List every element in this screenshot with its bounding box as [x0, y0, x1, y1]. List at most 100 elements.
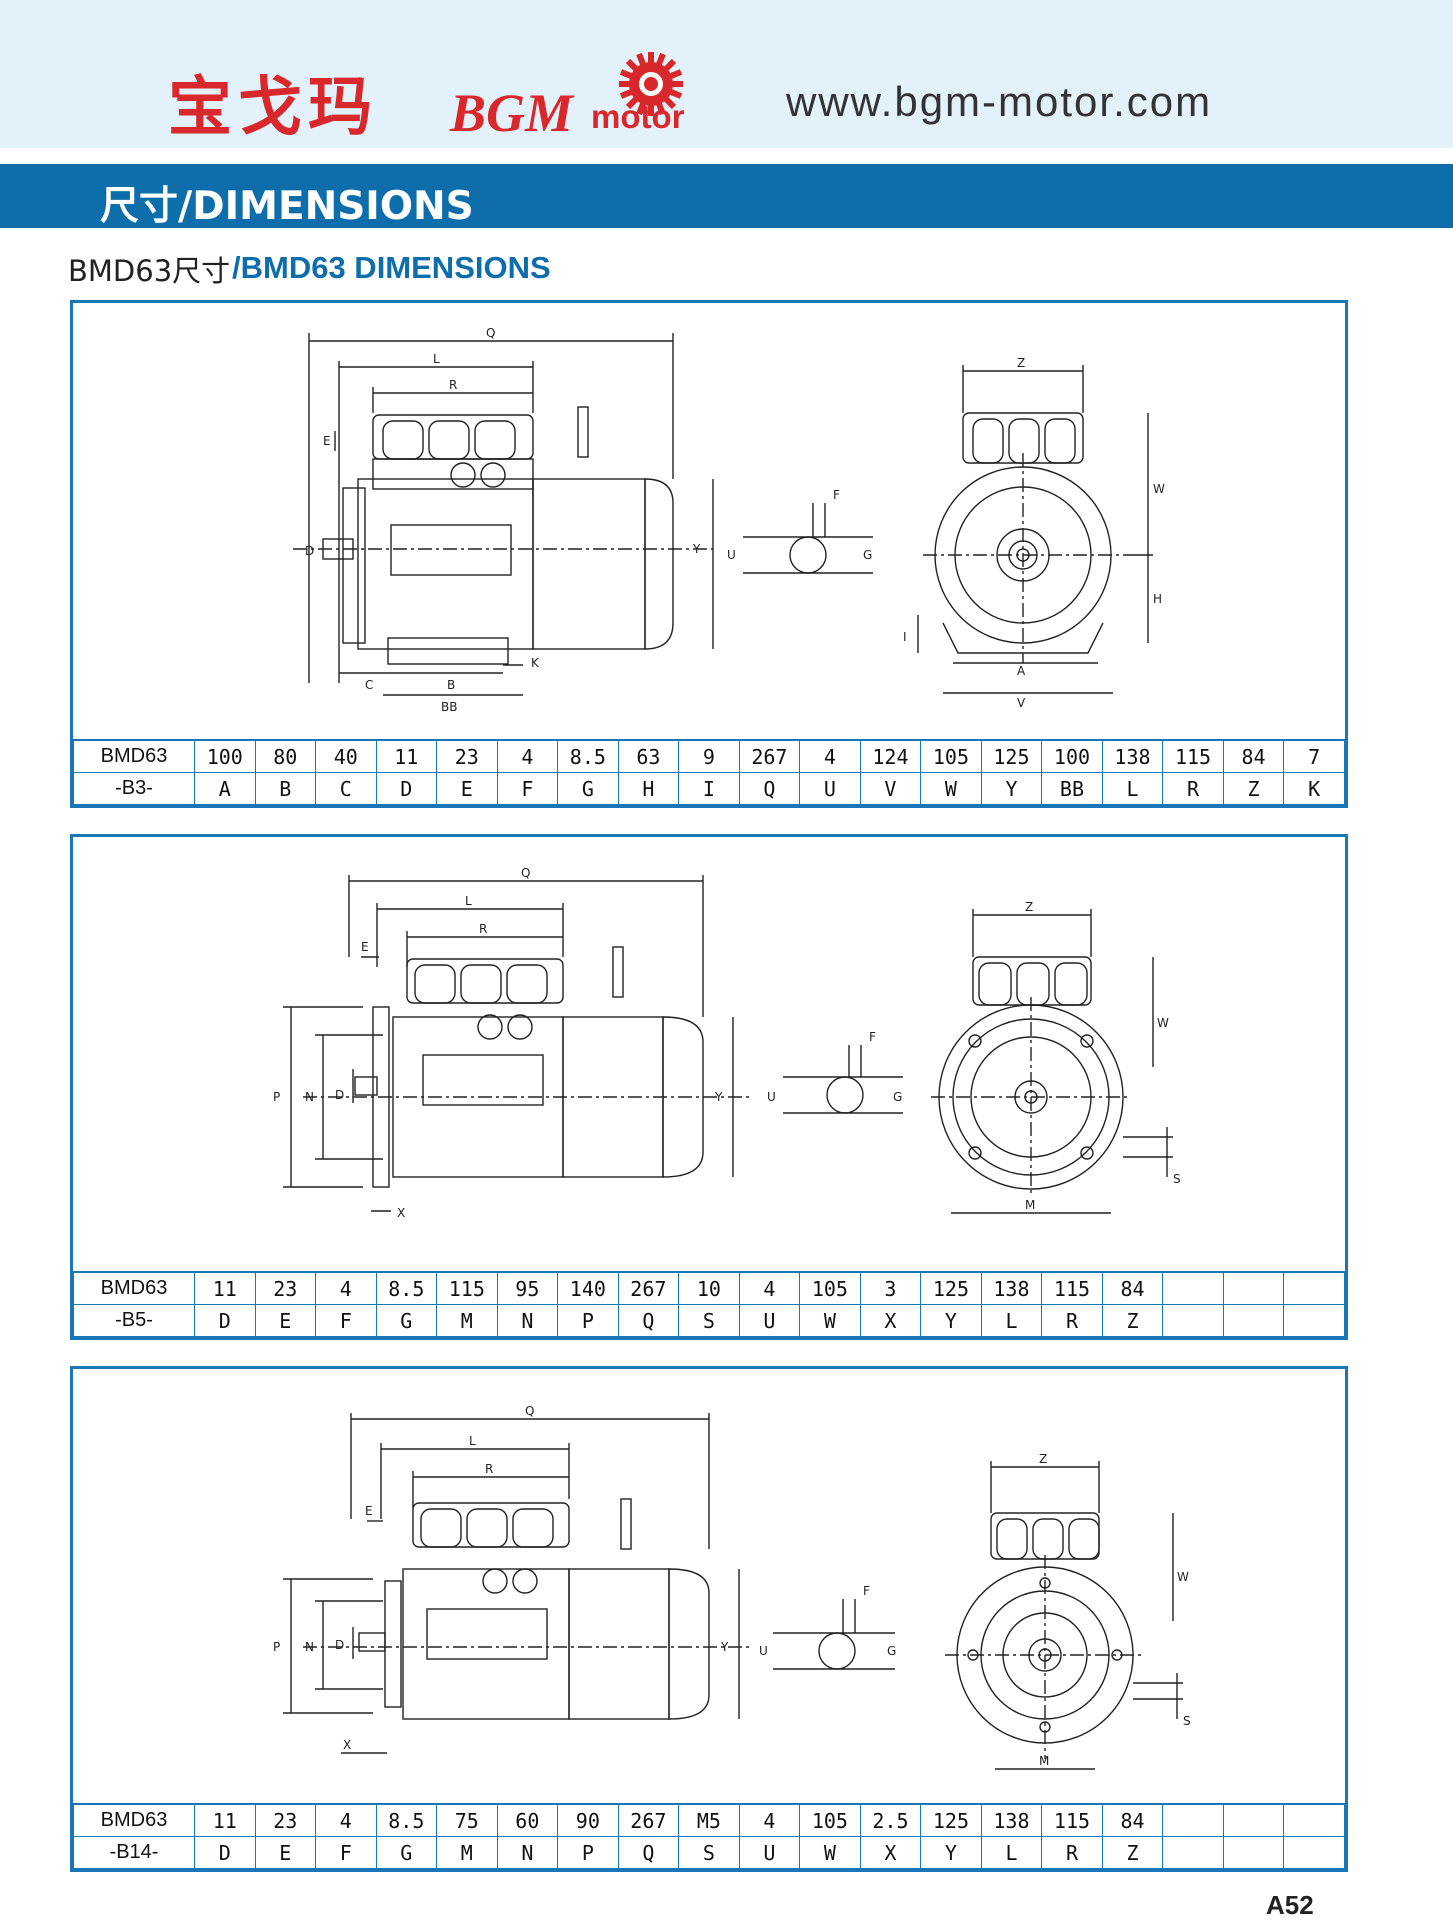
header-band	[0, 0, 1453, 148]
banner-title: 尺寸/DIMENSIONS	[100, 184, 474, 229]
table-cell: W	[799, 1304, 861, 1337]
table-cell	[1283, 1836, 1345, 1869]
label-e: E	[361, 940, 369, 954]
label-c: C	[365, 678, 373, 692]
table-cell: 95	[496, 1271, 559, 1305]
label-g: G	[893, 1090, 902, 1104]
table-cell	[1162, 1271, 1224, 1305]
table-cell: Q	[617, 1836, 680, 1869]
table-row-codes: -B3- A B C D E F G H I Q U V W Y BB L R …	[73, 772, 1345, 805]
table-cell: 4	[738, 1271, 801, 1305]
table-cell: Z	[1101, 1836, 1164, 1869]
dimension-table-b14: BMD63 11 23 4 8.5 75 60 90 267 M5 4 105 …	[73, 1803, 1345, 1869]
label-u: U	[767, 1090, 776, 1104]
table-cell: F	[315, 1304, 377, 1337]
table-cell: R	[1041, 1304, 1103, 1337]
table-cell: 4	[315, 1271, 377, 1305]
dimension-table-b5: BMD63 11 23 4 8.5 115 95 140 267 10 4 10…	[73, 1271, 1345, 1337]
table-cell: 115	[436, 1271, 498, 1305]
table-cell: 105	[799, 1803, 861, 1837]
label-g: G	[887, 1644, 896, 1658]
table-cell	[1162, 1304, 1224, 1337]
table-cell: P	[557, 1836, 619, 1869]
table-cell: 138	[980, 1271, 1043, 1305]
label-l: L	[469, 1434, 476, 1448]
label-z: Z	[1017, 356, 1025, 370]
table-cell: U	[738, 1304, 801, 1337]
table-cell	[1222, 1803, 1285, 1837]
website-url[interactable]: www.bgm-motor.com	[786, 78, 1213, 125]
table-cell: E	[436, 772, 498, 805]
table-cell: P	[557, 1304, 619, 1337]
table-cell: 267	[738, 739, 801, 773]
table-cell: 10	[678, 1271, 740, 1305]
table-cell: BB	[1041, 772, 1103, 805]
table-cell: 84	[1101, 1803, 1164, 1837]
table-cell: M	[436, 1304, 498, 1337]
table-cell: 2.5	[859, 1803, 922, 1837]
label-b: B	[447, 678, 455, 692]
table-cell: 140	[557, 1271, 619, 1305]
label-k: K	[531, 656, 540, 670]
table-cell: 125	[920, 1271, 982, 1305]
table-cell: F	[496, 772, 559, 805]
dimension-table-b3: BMD63 100 80 40 11 23 4 8.5 63 9 267 4 1…	[73, 739, 1345, 805]
label-n: N	[305, 1640, 314, 1654]
table-cell: E	[254, 1836, 317, 1869]
label-f: F	[869, 1030, 876, 1044]
table-cell: G	[557, 772, 619, 805]
subtitle-chinese: BMD63尺寸	[68, 254, 231, 288]
table-cell: M5	[678, 1803, 740, 1837]
table-cell: 84	[1222, 739, 1285, 773]
panel-b3: Q L R E D Y C B BB K F U G Z W H A V I B…	[70, 300, 1348, 808]
table-cell: D	[375, 772, 438, 805]
table-cell: Z	[1101, 1304, 1164, 1337]
table-cell: D	[194, 1304, 256, 1337]
table-cell: L	[980, 1304, 1043, 1337]
table-model: BMD63	[73, 739, 195, 773]
table-cell: 124	[859, 739, 922, 773]
label-d: D	[305, 544, 314, 558]
table-cell: A	[194, 772, 256, 805]
table-variant: -B5-	[73, 1304, 195, 1337]
table-cell: I	[678, 772, 740, 805]
table-row-values: BMD63 100 80 40 11 23 4 8.5 63 9 267 4 1…	[73, 739, 1345, 773]
table-cell: 115	[1041, 1271, 1103, 1305]
drawing-b5: Q L R E P N D Y X F U G Z W M S	[273, 866, 1181, 1220]
label-y: Y	[720, 1640, 729, 1654]
table-cell: N	[496, 1304, 559, 1337]
label-r: R	[485, 1462, 493, 1476]
table-cell: 138	[980, 1803, 1043, 1837]
label-q: Q	[486, 326, 495, 340]
section-banner	[0, 164, 1453, 228]
table-cell: Q	[617, 1304, 680, 1337]
table-row-codes: -B14- D E F G M N P Q S U W X Y L R Z	[73, 1836, 1345, 1869]
label-g: G	[863, 548, 872, 562]
table-cell: 40	[315, 739, 377, 773]
table-cell: Z	[1222, 772, 1285, 805]
table-cell	[1283, 1304, 1345, 1337]
logo-bgm: BGM	[450, 83, 574, 143]
table-cell: 105	[920, 739, 982, 773]
label-q: Q	[525, 1404, 534, 1418]
label-y: Y	[692, 542, 701, 556]
label-u: U	[727, 548, 736, 562]
table-row-values: BMD63 11 23 4 8.5 115 95 140 267 10 4 10…	[73, 1271, 1345, 1305]
table-cell: 8.5	[375, 1803, 438, 1837]
table-cell: V	[859, 772, 922, 805]
label-p: P	[273, 1640, 280, 1654]
table-cell: 23	[254, 1271, 317, 1305]
table-cell: 11	[375, 739, 438, 773]
table-cell: 9	[678, 739, 740, 773]
table-cell: S	[678, 1304, 740, 1337]
label-d: D	[335, 1088, 344, 1102]
gear-logo-icon	[619, 52, 683, 116]
table-cell: Y	[980, 772, 1043, 805]
table-cell: E	[254, 1304, 317, 1337]
table-cell: 7	[1283, 739, 1345, 773]
table-variant: -B14-	[73, 1836, 195, 1869]
table-cell: 3	[859, 1271, 922, 1305]
table-cell: 90	[557, 1803, 619, 1837]
label-e: E	[365, 1504, 373, 1518]
table-cell: M	[436, 1836, 498, 1869]
